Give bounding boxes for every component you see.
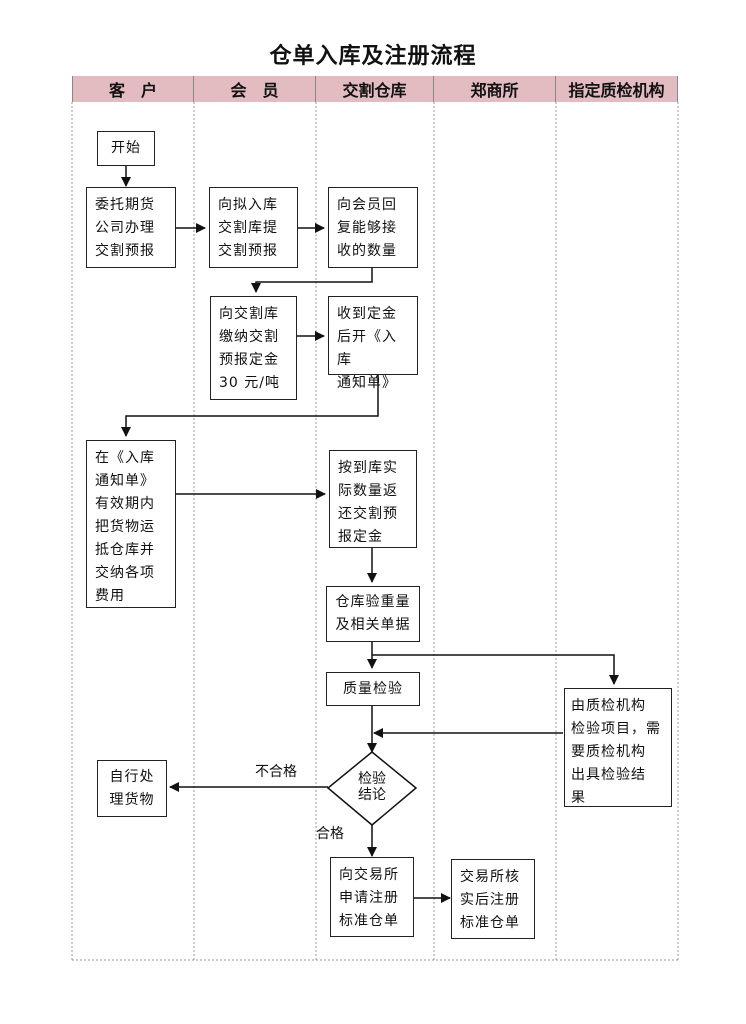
exchange-verify-node: 交易所核 实后注册 标准仓单	[451, 859, 535, 939]
lane-header-inspection: 指定质检机构	[556, 76, 678, 102]
edge-reply-pay	[251, 268, 373, 293]
deliver-goods-node: 在《入库 通知单》 有效期内 把货物运 抵仓库并 交纳各项 费用	[86, 440, 176, 608]
refund-deposit-node: 按到库实 际数量返 还交割预 报定金	[329, 450, 417, 548]
decision-diamond	[326, 751, 418, 826]
lane-header-member: 会 员	[194, 76, 316, 102]
submit-forecast-node: 向拟入库 交割库提 交割预报	[209, 187, 298, 268]
edge-weigh-inspection	[372, 654, 619, 685]
entrust-forecast-node: 委托期货 公司办理 交割预报	[86, 187, 176, 268]
start-node: 开始	[97, 131, 155, 166]
reply-capacity-node: 向会员回 复能够接 收的数量	[328, 187, 418, 268]
self-handle-node: 自行处 理货物	[97, 760, 167, 817]
quality-check-node: 质量检验	[326, 672, 420, 706]
lane-header-exchange: 郑商所	[434, 76, 556, 102]
lane-header-warehouse: 交割仓库	[316, 76, 434, 102]
page-title: 仓单入库及注册流程	[269, 44, 477, 69]
pay-deposit-node: 向交割库 缴纳交割 预报定金 30 元/吨	[210, 296, 297, 400]
inspection-agency-node: 由质检机构 检验项目，需 要质检机构 出具检验结 果	[564, 688, 672, 807]
pass-edge-label: 合格	[316, 826, 344, 842]
apply-register-node: 向交易所 申请注册 标准仓单	[330, 857, 414, 937]
issue-notice-node: 收到定金 后开《入库 通知单》	[328, 296, 418, 391]
weigh-node: 仓库验重量 及相关单据	[326, 586, 420, 642]
edge-issue-deliver	[121, 375, 379, 437]
lane-header-customer: 客 户	[72, 76, 194, 102]
decision-label: 检验 结论	[358, 771, 386, 803]
lane-dividers	[71, 102, 679, 961]
fail-edge-label: 不合格	[255, 764, 297, 780]
